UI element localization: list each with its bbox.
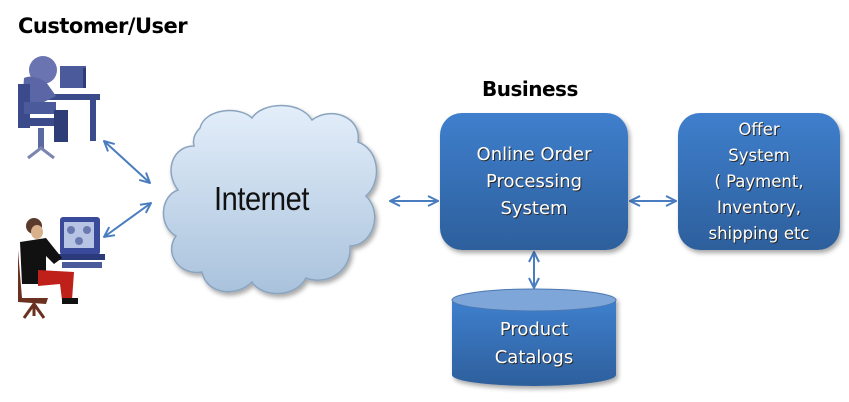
- catalog-line-2: Catalogs: [494, 347, 574, 368]
- arrow-user1-internet: [104, 141, 150, 183]
- person-at-desk-icon: [18, 56, 100, 160]
- offer-line-2: System: [728, 146, 790, 165]
- arrow-user2-internet: [104, 203, 151, 237]
- customer-user-heading: Customer/User: [18, 14, 188, 38]
- internet-label: Internet: [214, 180, 309, 217]
- offer-line-4: Inventory,: [716, 198, 802, 217]
- online-order-processing-box: Online Order Processing System: [440, 113, 628, 250]
- business-heading: Business: [482, 77, 578, 101]
- offer-line-3: ( Payment,: [714, 172, 804, 191]
- order-line-2: Processing: [485, 171, 583, 192]
- internet-cloud: [162, 104, 378, 295]
- product-catalogs-label: Product Catalogs: [452, 316, 616, 372]
- offer-line-1: Offer: [738, 120, 780, 139]
- person-at-computer-icon: [18, 217, 105, 319]
- offer-line-5: shipping etc: [708, 224, 810, 243]
- offer-system-box: Offer System ( Payment, Inventory, shipp…: [678, 113, 840, 250]
- order-line-3: System: [500, 198, 568, 219]
- product-catalogs-cylinder: [451, 288, 617, 386]
- catalog-line-1: Product: [499, 319, 569, 340]
- order-line-1: Online Order: [476, 144, 592, 165]
